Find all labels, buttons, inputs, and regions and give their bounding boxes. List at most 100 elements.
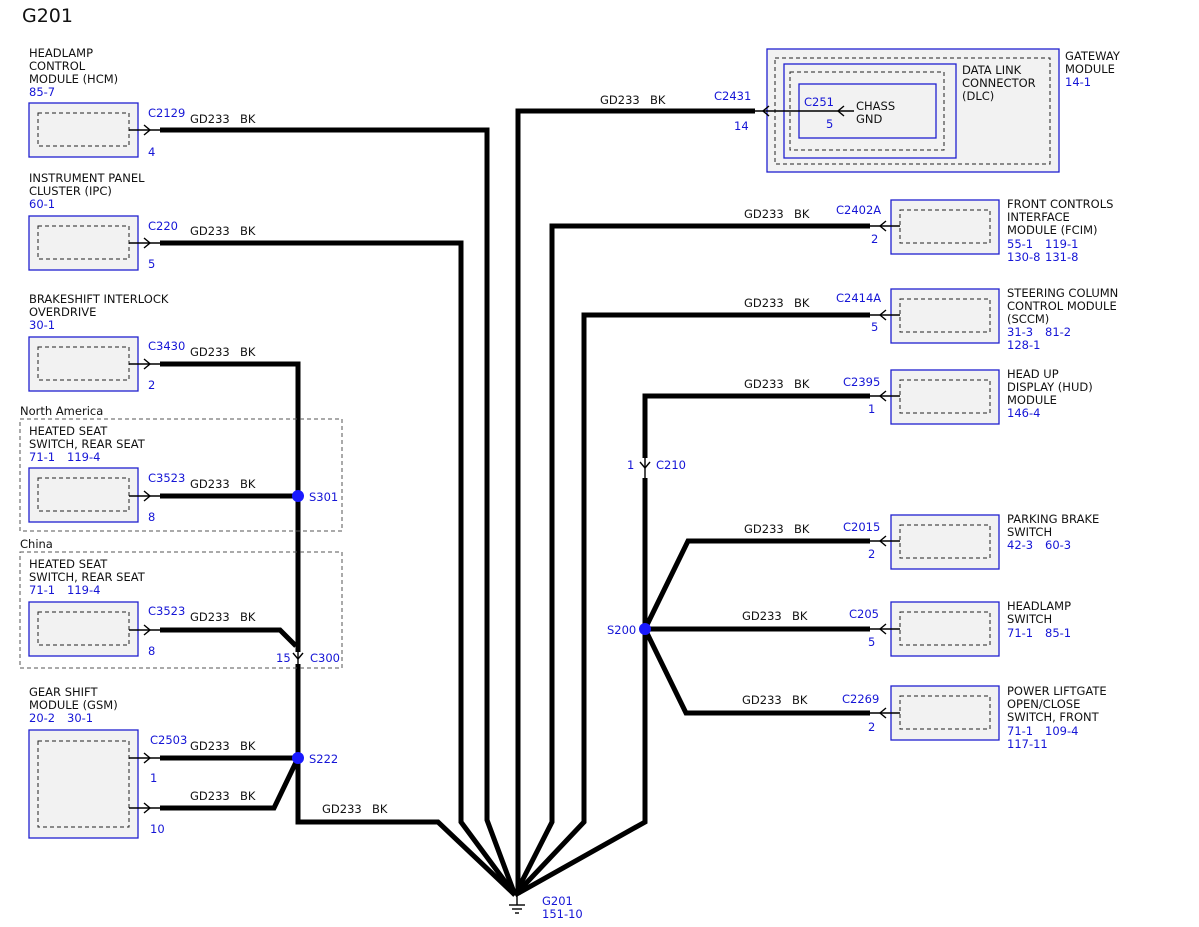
module-headlamp-switch: C205 5 GD233 BK HEADLAMP SWITCH 71-1 85-… <box>742 599 1071 657</box>
module-parking-brake: C2015 2 GD233 BK PARKING BRAKE SWITCH 42… <box>744 512 1099 570</box>
module-ref: 81-2 <box>1045 325 1071 339</box>
wire-color: BK <box>792 609 808 623</box>
module-box <box>28 215 139 271</box>
module-name: HEADLAMP <box>29 46 93 60</box>
wire-circuit: GD233 <box>190 345 230 359</box>
module-name: MODULE (GSM) <box>29 698 118 712</box>
module-ref: 131-8 <box>1045 250 1078 264</box>
module-name: FRONT CONTROLS <box>1007 197 1113 211</box>
wire-sccm <box>513 312 870 897</box>
module-box <box>28 102 139 158</box>
connector-label: C205 <box>849 607 879 621</box>
module-name: POWER LIFTGATE <box>1007 684 1107 698</box>
pin-label: 2 <box>148 378 155 392</box>
pin-arrow-icon <box>878 390 887 402</box>
module-name: CONTROL MODULE <box>1007 299 1117 313</box>
connector-label: C2015 <box>843 520 880 534</box>
module-name: HEATED SEAT <box>29 424 108 438</box>
module-name: MODULE <box>1065 62 1115 76</box>
module-inner <box>899 695 991 730</box>
pin-arrow-icon <box>143 490 152 502</box>
wire-circuit: GD233 <box>742 693 782 707</box>
wire-hcm <box>160 127 518 896</box>
pin-label: 5 <box>826 117 833 131</box>
module-name: CLUSTER (IPC) <box>29 184 112 198</box>
wire-color: BK <box>240 112 256 126</box>
wire-color: BK <box>794 377 810 391</box>
wire-circuit: GD233 <box>744 207 784 221</box>
module-bsio: BRAKESHIFT INTERLOCK OVERDRIVE 30-1 C343… <box>28 292 256 392</box>
splice-dot <box>292 752 304 764</box>
wire-color: BK <box>240 224 256 238</box>
connector-label: C2395 <box>843 375 880 389</box>
module-name: OPEN/CLOSE <box>1007 697 1080 711</box>
ground-ref: 151-10 <box>542 907 583 921</box>
wire-s222-ground <box>295 758 517 897</box>
splice-label: S222 <box>309 752 338 766</box>
pin-arrow-icon <box>878 309 887 321</box>
module-box <box>890 514 1000 570</box>
wire-circuit: GD233 <box>600 93 640 107</box>
wire-ipc <box>160 240 518 897</box>
connector-label: C2431 <box>714 89 751 103</box>
module-ref: 14-1 <box>1065 75 1091 89</box>
pin-label: 14 <box>734 119 749 133</box>
group-china: China HEATED SEAT SWITCH, REAR SEAT 71-1… <box>19 537 343 669</box>
connector-label: C3523 <box>148 604 185 618</box>
module-name: BRAKESHIFT INTERLOCK <box>29 292 169 306</box>
dlc-name: DATA LINK <box>962 63 1022 77</box>
module-ref: 60-3 <box>1045 538 1071 552</box>
wire-circuit: GD233 <box>744 377 784 391</box>
module-ref: 71-1 <box>29 450 55 464</box>
module-ref: 85-7 <box>29 85 55 99</box>
module-name: INTERFACE <box>1007 210 1070 224</box>
pin-arrow-icon <box>143 752 152 764</box>
pin-arrow-icon <box>143 124 152 136</box>
module-ref: 31-3 <box>1007 325 1033 339</box>
pin-label: 4 <box>148 145 155 159</box>
module-box <box>890 199 1000 255</box>
wire-color: BK <box>372 802 388 816</box>
pin-arrow-icon <box>761 105 770 117</box>
wire-circuit: GD233 <box>190 789 230 803</box>
module-name: MODULE <box>1007 393 1057 407</box>
wire-color: BK <box>794 522 810 536</box>
module-inner <box>37 477 130 512</box>
wire-circuit: GD233 <box>322 802 362 816</box>
chassis-label: CHASS <box>856 99 895 113</box>
module-box <box>890 369 1000 425</box>
wire-circuit: GD233 <box>190 610 230 624</box>
module-name: SWITCH <box>1007 612 1052 626</box>
splice-label: S200 <box>607 623 636 637</box>
module-box <box>890 685 1000 741</box>
module-name: HEAD UP <box>1007 367 1059 381</box>
module-name: PARKING BRAKE <box>1007 512 1099 526</box>
splice-dot <box>639 623 651 635</box>
dlc-inner <box>789 71 945 151</box>
dlc-name: CONNECTOR <box>962 76 1036 90</box>
wire-circuit: GD233 <box>744 522 784 536</box>
module-ref: 55-1 <box>1007 237 1033 251</box>
wire-color: BK <box>794 207 810 221</box>
pin-label: 5 <box>871 320 878 334</box>
module-name: SWITCH, REAR SEAT <box>29 437 146 451</box>
pin-arrow-icon <box>878 707 887 719</box>
pin-label: 10 <box>150 822 165 836</box>
module-gsm: GEAR SHIFT MODULE (GSM) 20-2 30-1 C2503 … <box>28 685 388 839</box>
module-box <box>890 601 1000 657</box>
module-ipc: INSTRUMENT PANEL CLUSTER (IPC) 60-1 C220… <box>28 171 256 271</box>
pin-arrow-icon <box>292 652 304 661</box>
module-ref: 130-8 <box>1007 250 1040 264</box>
pin-arrow-icon <box>878 623 887 635</box>
wire-circuit: GD233 <box>190 739 230 753</box>
pin-label: 1 <box>150 771 157 785</box>
connector-label: C3430 <box>148 339 185 353</box>
wire-plg <box>642 627 870 716</box>
module-ref: 71-1 <box>29 583 55 597</box>
inline-connector-c300: 15 C300 <box>276 650 340 665</box>
module-name: GEAR SHIFT <box>29 685 98 699</box>
module-name: INSTRUMENT PANEL <box>29 171 145 185</box>
group-box <box>19 551 343 669</box>
pin-label: 2 <box>868 720 875 734</box>
group-box <box>19 418 343 532</box>
